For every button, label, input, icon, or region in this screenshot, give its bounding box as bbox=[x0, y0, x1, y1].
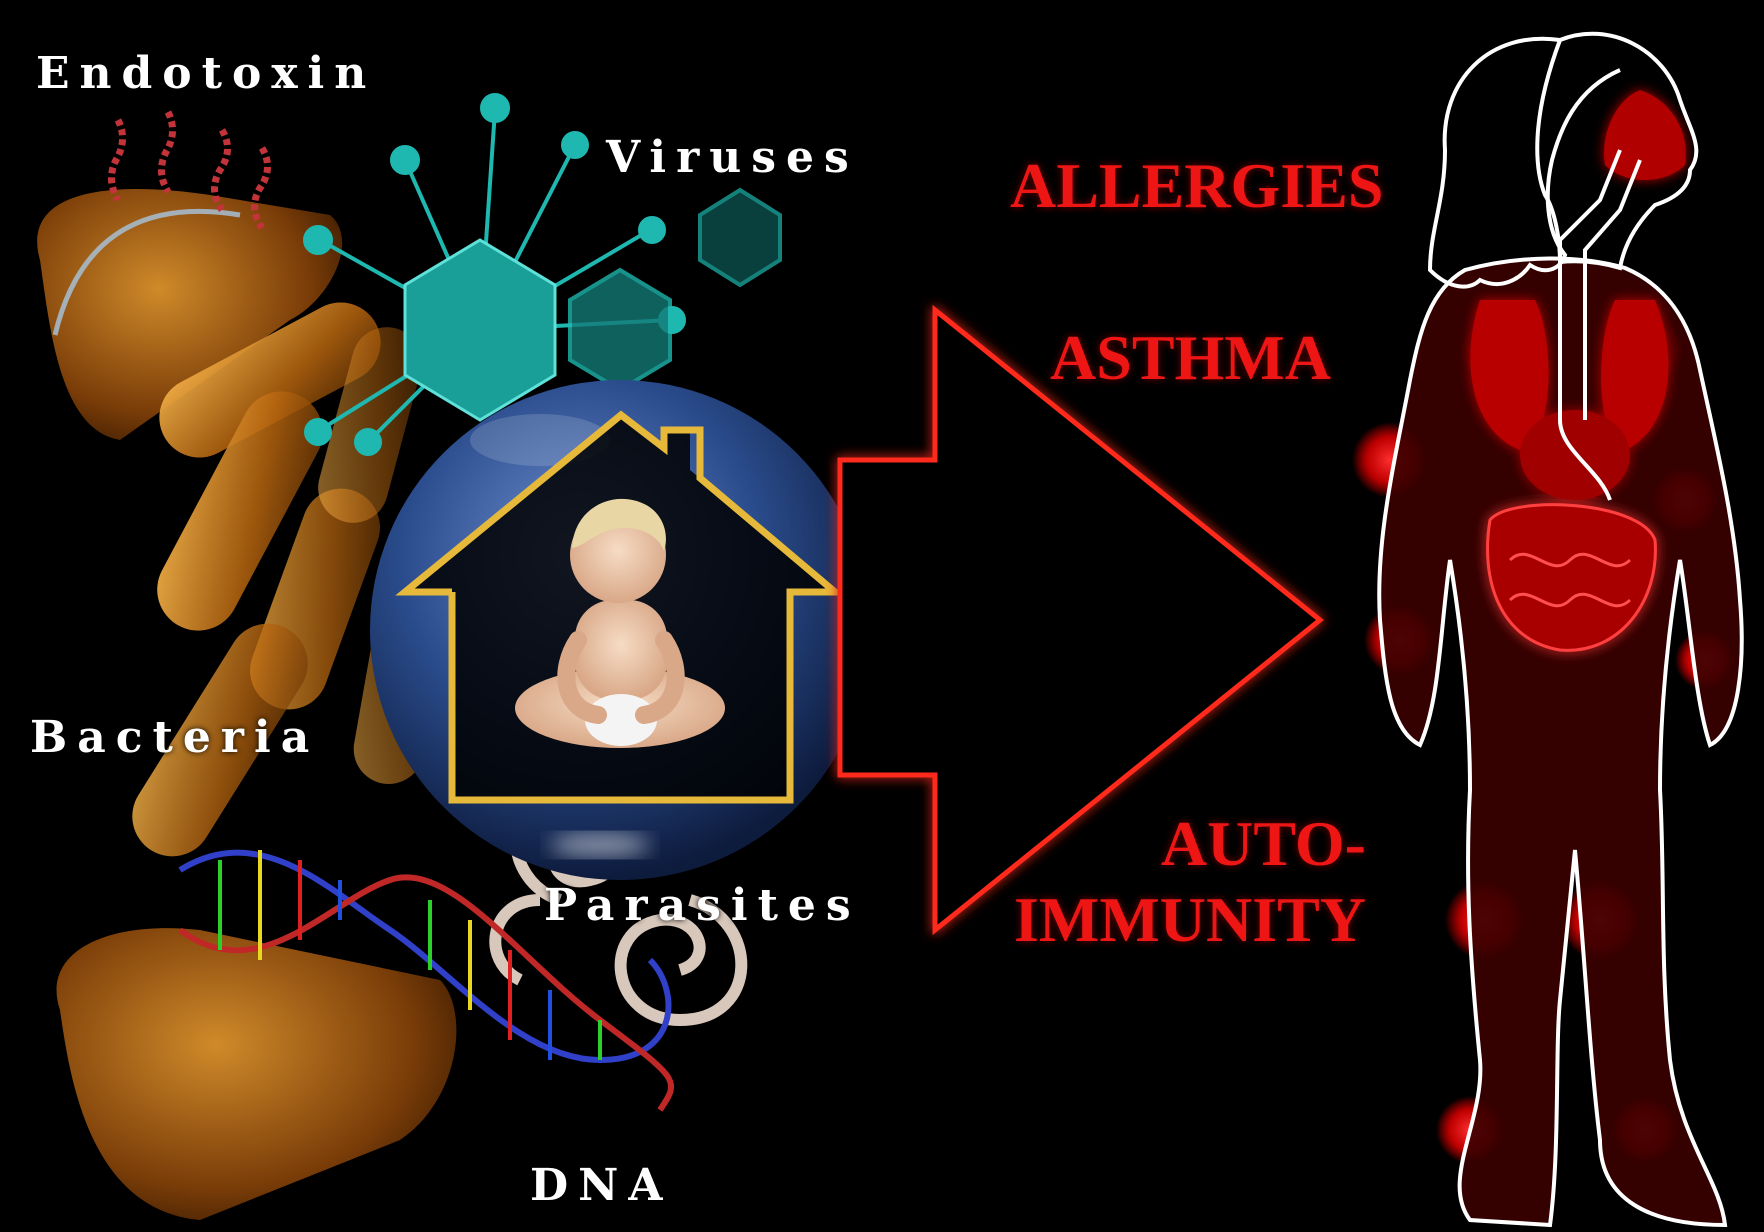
outcome-autoimmunity-line2: IMMUNITY bbox=[1014, 882, 1366, 958]
label-viruses: Viruses bbox=[606, 132, 859, 183]
outcome-autoimmunity-line1: AUTO- bbox=[1014, 806, 1366, 882]
bacterium-capsule-bottom bbox=[57, 928, 457, 1220]
label-parasites: Parasites bbox=[544, 880, 861, 931]
outcome-allergies: ALLERGIES bbox=[1010, 148, 1383, 224]
outcome-asthma: ASTHMA bbox=[1050, 320, 1331, 396]
label-bacteria: Bacteria bbox=[30, 712, 319, 763]
label-endotoxin: Endotoxin bbox=[36, 48, 376, 99]
hair-outline bbox=[1430, 39, 1620, 287]
child-in-house-bubble bbox=[370, 380, 870, 880]
outcome-autoimmunity: AUTO- IMMUNITY bbox=[1014, 806, 1366, 958]
label-dna: DNA bbox=[530, 1160, 673, 1211]
human-body-silhouette bbox=[1352, 34, 1742, 1225]
